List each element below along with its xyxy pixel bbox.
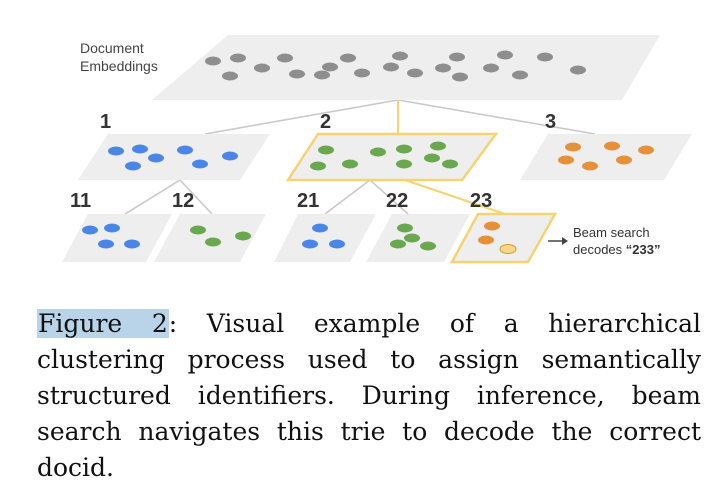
embedding-dot — [254, 63, 270, 73]
embedding-dot — [435, 63, 451, 73]
beam-decodes-prefix: decodes — [573, 242, 626, 257]
node-label-2: 2 — [320, 111, 331, 133]
embedding-dot — [289, 69, 305, 79]
cluster-dot — [82, 225, 98, 235]
embedding-dot — [570, 65, 586, 75]
cluster-dot — [132, 144, 148, 154]
embedding-dot — [392, 51, 408, 61]
cluster-dot — [125, 161, 141, 171]
embedding-dot — [277, 53, 293, 63]
cluster-dot — [222, 151, 238, 161]
node-label-1: 1 — [100, 111, 111, 133]
cluster-dot — [98, 239, 114, 249]
embedding-dot — [314, 70, 330, 80]
caption-text: : Visual example of a hierarchical clust… — [37, 309, 702, 482]
tree-connectors — [124, 99, 596, 215]
cluster-dot — [396, 144, 412, 154]
cluster-dot — [124, 239, 140, 249]
figure-reference: Figure 2 — [37, 309, 169, 338]
cluster-dot — [430, 141, 446, 151]
cluster-dot — [108, 146, 124, 156]
cluster-3-plane — [520, 134, 692, 180]
embedding-dot — [230, 53, 246, 63]
node-label-22: 22 — [386, 190, 408, 212]
cluster-12-plane — [154, 214, 266, 262]
cluster-dot — [396, 159, 412, 169]
cluster-dot — [390, 239, 406, 249]
cluster-dot — [177, 145, 193, 155]
cluster-dot — [235, 231, 251, 241]
cluster-dot — [329, 239, 345, 249]
cluster-dot — [205, 237, 221, 247]
cluster-dot — [302, 239, 318, 249]
cluster-dot — [104, 223, 120, 233]
node-label-21: 21 — [297, 190, 319, 212]
embeddings-label-line2: Embeddings — [80, 58, 158, 74]
embedding-dot — [497, 50, 513, 60]
embedding-dot — [512, 70, 528, 80]
embedding-dot — [205, 56, 221, 66]
cluster-dot — [342, 159, 358, 169]
embedding-dot — [340, 53, 356, 63]
cluster-dot — [604, 141, 620, 151]
node-label-3: 3 — [545, 111, 556, 133]
cluster-dot — [190, 225, 206, 235]
cluster-dot — [420, 241, 436, 251]
beam-path — [397, 100, 506, 215]
cluster-dot — [638, 145, 654, 155]
embedding-dot — [537, 52, 553, 62]
embedding-dot — [222, 71, 238, 81]
cluster-11-plane — [62, 214, 172, 262]
cluster-23-plane — [449, 212, 558, 264]
cluster-dot — [318, 145, 334, 155]
cluster-dot — [192, 159, 208, 169]
cluster-dot — [312, 223, 328, 233]
node-label-23: 23 — [470, 190, 492, 212]
embedding-dot — [407, 68, 423, 78]
embedding-dot — [449, 52, 465, 62]
beam-search-label-line1: Beam search — [573, 225, 650, 240]
cluster-1-plane — [78, 134, 270, 180]
figure-caption: Figure 2: Visual example of a hierarchic… — [37, 306, 701, 486]
cluster-dot — [370, 147, 386, 157]
document-embeddings-plane — [152, 35, 660, 100]
embedding-dot — [383, 62, 399, 72]
cluster-dot — [442, 159, 458, 169]
cluster-dot — [404, 233, 420, 243]
cluster-dot — [148, 153, 164, 163]
cluster-dot — [582, 161, 598, 171]
embeddings-label-line1: Document — [80, 40, 144, 56]
decoded-doc-dot — [499, 244, 517, 254]
cluster-21-plane — [274, 214, 376, 262]
cluster-dot — [565, 142, 581, 152]
cluster-2-plane — [285, 132, 499, 182]
embedding-dot — [322, 62, 338, 72]
cluster-dot — [616, 155, 632, 165]
beam-arrow-icon — [548, 237, 568, 245]
cluster-dot — [397, 223, 413, 233]
cluster-dot — [484, 221, 500, 231]
cluster-dot — [478, 235, 494, 245]
beam-search-label-line2: decodes “233” — [573, 242, 660, 257]
embedding-dot — [452, 72, 468, 82]
cluster-22-plane — [366, 214, 470, 262]
embedding-dot — [354, 68, 370, 78]
node-label-12: 12 — [172, 190, 194, 212]
embedding-dot — [483, 63, 499, 73]
cluster-dot — [310, 161, 326, 171]
cluster-dot — [424, 153, 440, 163]
hierarchical-clustering-diagram: Document Embeddings 1 2 — [62, 35, 692, 264]
node-label-11: 11 — [70, 190, 91, 212]
beam-decoded-value: “233” — [626, 242, 661, 257]
cluster-dot — [558, 155, 574, 165]
